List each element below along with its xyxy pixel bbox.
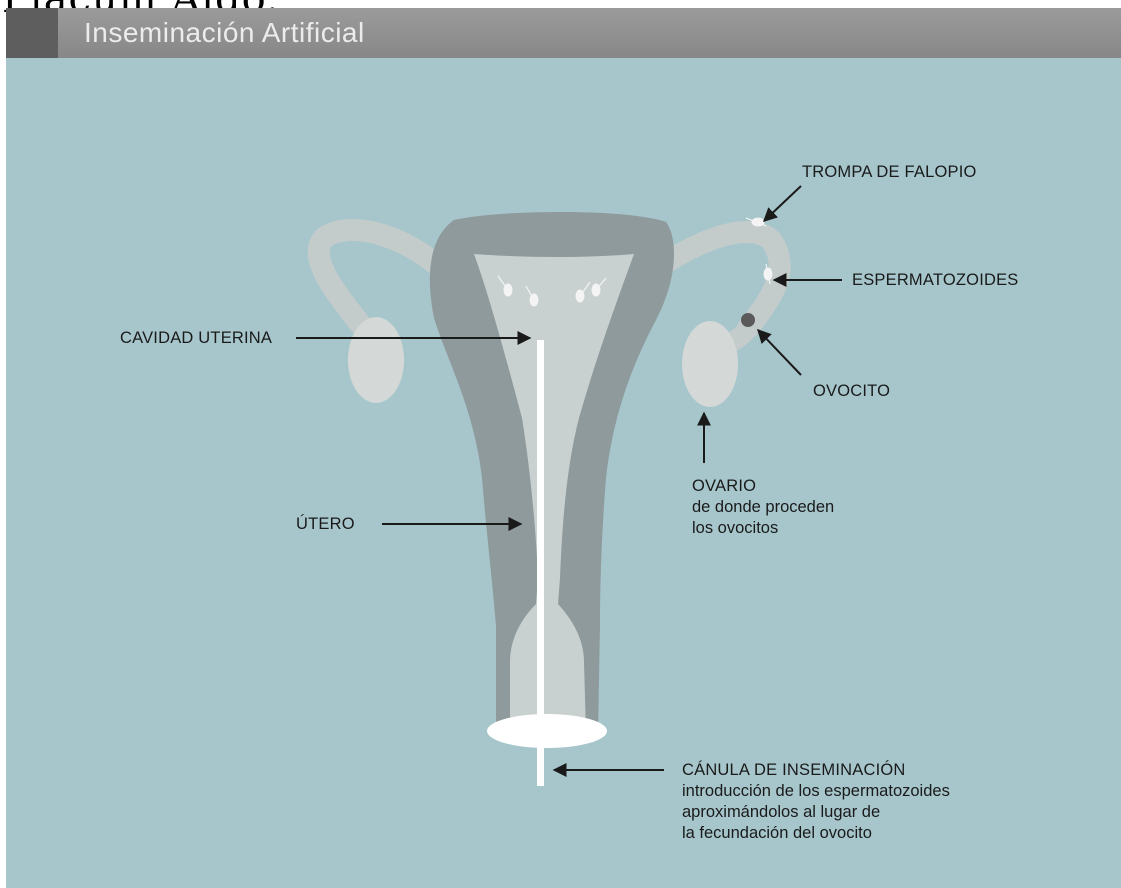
label-canula-title: CÁNULA DE INSEMINACIÓN <box>682 761 906 779</box>
title-bar: Inseminación Artificial <box>6 8 1121 58</box>
label-canula-line1: introducción de los espermatozoides <box>682 782 950 800</box>
right-ovary <box>682 321 738 407</box>
label-ovario-line1: de donde proceden <box>692 498 835 516</box>
label-trompa-de-falopio: TROMPA DE FALOPIO <box>802 163 977 181</box>
diagram-panel: TROMPA DE FALOPIO ESPERMATOZOIDES CAVIDA… <box>6 58 1121 888</box>
label-canula-line2: aproximándolos al lugar de <box>682 803 881 821</box>
arrow-ovocito <box>757 328 802 376</box>
label-espermatozoides: ESPERMATOZOIDES <box>852 271 1019 289</box>
label-ovario-line2: los ovocitos <box>692 519 779 537</box>
label-utero: ÚTERO <box>296 515 355 533</box>
left-ovary <box>348 317 404 403</box>
label-canula-line3: la fecundación del ovocito <box>682 824 872 842</box>
cervix-opening <box>487 714 607 748</box>
label-ovocito: OVOCITO <box>813 382 891 400</box>
sperm-in-cavity <box>497 275 607 307</box>
oocyte <box>741 313 755 327</box>
sperm-in-tube <box>745 217 773 285</box>
uterus-diagram <box>296 185 842 786</box>
left-fallopian-tube <box>307 219 449 345</box>
arrow-trompa <box>762 185 802 222</box>
insemination-cannula <box>537 340 544 786</box>
title-bar-square <box>6 8 58 58</box>
label-cavidad-uterina: CAVIDAD UTERINA <box>120 329 273 347</box>
uterine-cavity <box>474 254 634 734</box>
right-fallopian-tube <box>650 221 791 339</box>
page-title: Inseminación Artificial <box>84 17 365 48</box>
label-ovario-title: OVARIO <box>692 477 757 495</box>
